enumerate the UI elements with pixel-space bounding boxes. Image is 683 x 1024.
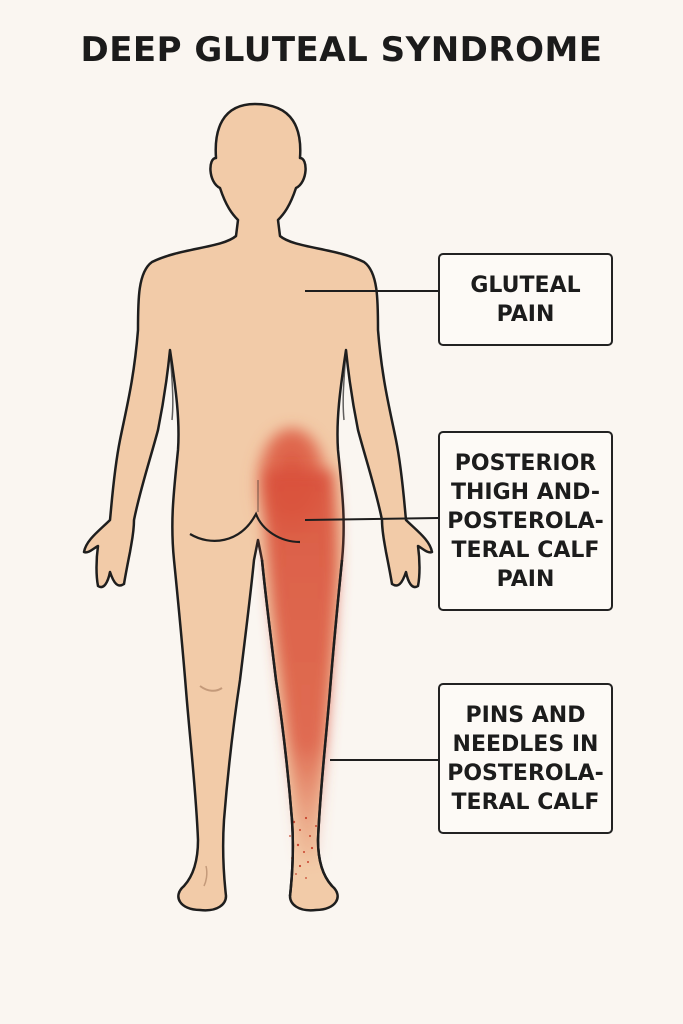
label-thigh-calf-pain: POSTERIOR THIGH AND- POSTEROLA- TERAL CA… xyxy=(438,431,613,611)
pins-needles-speckles xyxy=(289,816,317,879)
knee-line xyxy=(199,685,223,692)
pain-region xyxy=(254,428,339,860)
leader-thigh xyxy=(304,517,439,521)
label-gluteal-pain-text: GLUTEAL PAIN xyxy=(470,272,581,327)
label-pins-needles: PINS AND NEEDLES IN POSTEROLA- TERAL CAL… xyxy=(438,683,613,834)
buttock-lines xyxy=(189,511,301,544)
diagram-title: DEEP GLUTEAL SYNDROME xyxy=(80,30,603,70)
label-gluteal-pain: GLUTEAL PAIN xyxy=(438,253,613,346)
label-pins-needles-text: PINS AND NEEDLES IN POSTEROLA- TERAL CAL… xyxy=(447,702,604,815)
label-thigh-calf-pain-text: POSTERIOR THIGH AND- POSTEROLA- TERAL CA… xyxy=(447,450,604,592)
